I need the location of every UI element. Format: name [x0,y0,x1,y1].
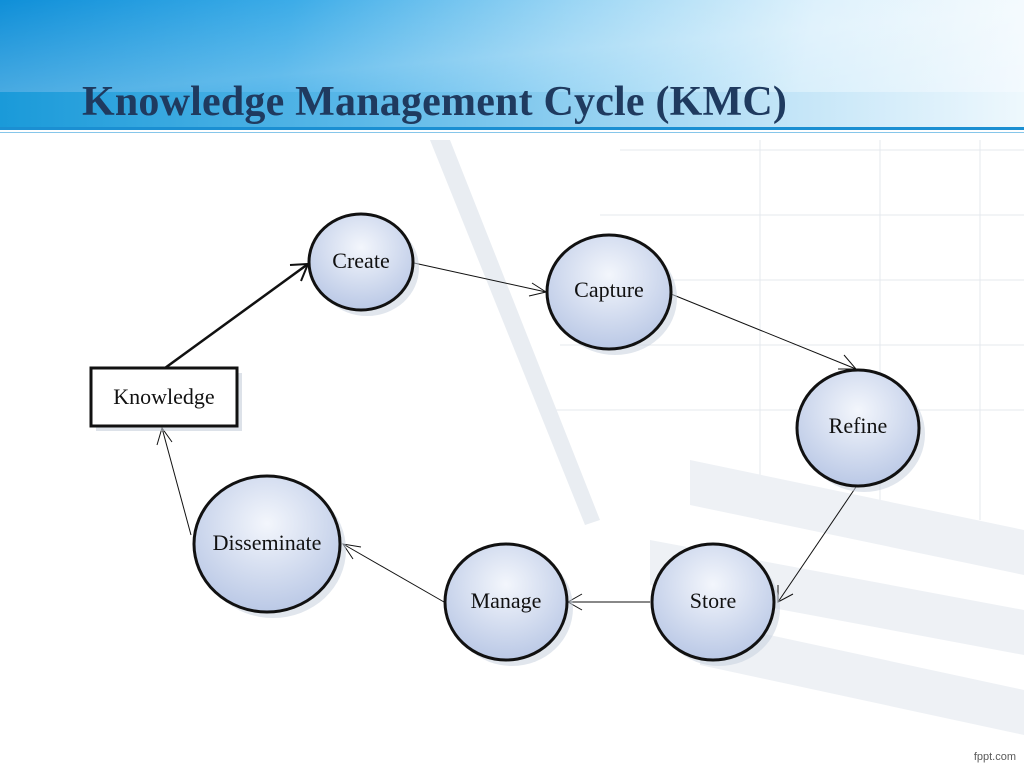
stage-node-store: Store [650,542,780,666]
stage-label-refine: Refine [829,413,888,438]
stage-label-disseminate: Disseminate [213,530,322,555]
stage-label-store: Store [690,588,736,613]
knowledge-label: Knowledge [113,384,214,409]
page-title: Knowledge Management Cycle (KMC) [82,79,788,125]
arrow-manage-to-disseminate [342,543,445,603]
stage-node-capture: Capture [545,233,677,355]
stage-node-refine: Refine [795,368,925,492]
header-sheen [0,0,1024,92]
arrow-knowledge-to-create [164,262,309,370]
arrow-disseminate-to-knowledge [161,427,192,536]
stage-node-disseminate: Disseminate [192,474,346,618]
arrowhead-refine [838,354,858,370]
stage-node-create: Create [307,212,419,316]
arrow-capture-to-refine [670,293,857,370]
knowledge-node: Knowledge [89,366,242,431]
stage-label-capture: Capture [574,277,644,302]
stage-label-manage: Manage [471,588,542,613]
stage-label-create: Create [332,248,389,273]
title-stripe [0,92,1024,128]
header-divider-thin [0,132,1024,133]
stage-node-manage: Manage [443,542,573,666]
footer-brand: fppt.com [973,751,1016,763]
arrow-refine-to-store [777,486,857,603]
header-divider [0,127,1024,130]
arrowhead-capture [528,282,548,297]
arrow-create-to-capture [413,262,547,293]
